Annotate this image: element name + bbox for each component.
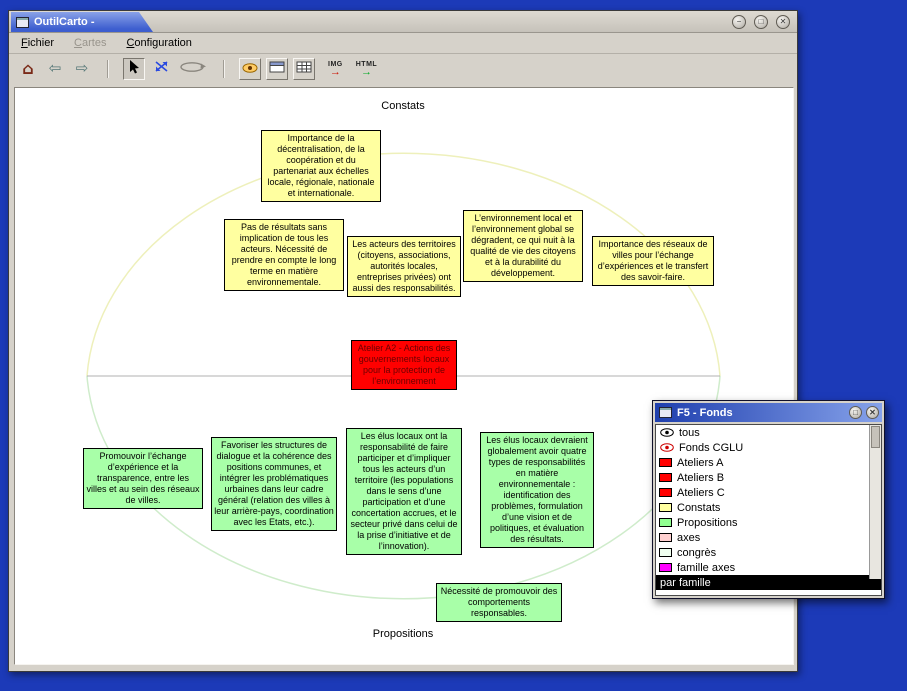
toolbar: ⌂ ⇦ ⇨ [9, 54, 797, 83]
eye-red-icon [659, 443, 674, 452]
export-img-button[interactable]: IMG → [328, 61, 343, 76]
toolbar-separator [107, 60, 109, 78]
proposition-note[interactable]: Favoriser les structures de dialogue et … [211, 437, 337, 531]
fonds-item-axes[interactable]: axes [656, 530, 881, 545]
color-swatch [659, 488, 672, 497]
fonds-item-label: axes [677, 532, 700, 544]
pointer-icon [129, 59, 140, 79]
view-table-button[interactable] [293, 58, 315, 80]
fonds-title: F5 - Fonds [677, 407, 733, 419]
color-swatch [659, 518, 672, 527]
eye-icon [242, 60, 258, 78]
fonds-item-constats[interactable]: Constats [656, 500, 881, 515]
img-export-arrow-icon: → [330, 68, 341, 76]
window-title-tab[interactable]: OutilCarto - [11, 12, 153, 32]
fonds-item-label: Constats [677, 502, 720, 514]
window-titlebar[interactable]: OutilCarto - − □ ✕ [9, 11, 797, 33]
minimize-button[interactable]: − [732, 15, 746, 29]
banner-icon [269, 60, 285, 78]
pointer-tool-button[interactable] [123, 58, 145, 80]
html-export-arrow-icon: → [361, 68, 372, 76]
color-swatch [659, 458, 672, 467]
color-swatch [659, 533, 672, 542]
fonds-scrollbar[interactable] [869, 425, 881, 579]
export-html-button[interactable]: HTML → [356, 61, 377, 76]
constat-note[interactable]: Importance des réseaux de villes pour l’… [592, 236, 714, 286]
color-swatch [659, 563, 672, 572]
toolbar-separator [223, 60, 225, 78]
fonds-item-label: Fonds CGLU [679, 442, 743, 454]
fonds-item-label: tous [679, 427, 700, 439]
constat-note[interactable]: Pas de résultats sans implication de tou… [224, 219, 344, 291]
fonds-item-label: Ateliers B [677, 472, 724, 484]
fonds-list: tous Fonds CGLU Ateliers A Ateliers B At… [655, 424, 882, 596]
proposition-note[interactable]: Les élus locaux ont la responsabilité de… [346, 428, 462, 555]
forward-arrow-icon: ⇨ [76, 61, 89, 76]
fonds-item-label: Ateliers A [677, 457, 723, 469]
eye-icon [659, 428, 674, 437]
color-swatch [659, 473, 672, 482]
forward-button[interactable]: ⇨ [71, 58, 93, 80]
color-swatch [659, 503, 672, 512]
close-button[interactable]: ✕ [776, 15, 790, 29]
fonds-item-ateliers-c[interactable]: Ateliers C [656, 485, 881, 500]
move-arrows-icon [154, 60, 169, 78]
fonds-item-famille-axes[interactable]: famille axes [656, 560, 881, 575]
constat-note[interactable]: Les acteurs des territoires (citoyens, a… [347, 236, 461, 297]
fonds-window-icon [659, 407, 672, 418]
fonds-item-ateliers-b[interactable]: Ateliers B [656, 470, 881, 485]
loop-icon [179, 60, 207, 78]
fonds-selected-item[interactable]: par famille [656, 575, 881, 590]
fonds-titlebar[interactable]: F5 - Fonds □ ✕ [655, 403, 882, 422]
fonds-minimize-button[interactable]: □ [849, 406, 862, 419]
fonds-window: F5 - Fonds □ ✕ tous Fonds CGLU Ateliers … [652, 400, 885, 599]
proposition-note[interactable]: Promouvoir l’échange d’expérience et la … [83, 448, 203, 509]
home-button[interactable]: ⌂ [17, 58, 39, 80]
fonds-close-button[interactable]: ✕ [866, 406, 879, 419]
fonds-item-propositions[interactable]: Propositions [656, 515, 881, 530]
window-title: OutilCarto - [34, 16, 95, 28]
back-button[interactable]: ⇦ [44, 58, 66, 80]
view-notes-button[interactable] [239, 58, 261, 80]
maximize-button[interactable]: □ [754, 15, 768, 29]
fonds-item-tous[interactable]: tous [656, 425, 881, 440]
fonds-item-label: congrès [677, 547, 716, 559]
fonds-window-controls: □ ✕ [849, 406, 879, 419]
move-tool-button[interactable] [150, 58, 172, 80]
window-controls: − □ ✕ [732, 15, 790, 29]
proposition-note[interactable]: Nécessité de promouvoir des comportement… [436, 583, 562, 622]
fonds-item-ateliers-a[interactable]: Ateliers A [656, 455, 881, 470]
center-node[interactable]: Atelier A2 - Actions des gouvernements l… [351, 340, 457, 390]
proposition-note[interactable]: Les élus locaux devraient globalement av… [480, 432, 594, 548]
app-icon [16, 17, 29, 28]
back-arrow-icon: ⇦ [49, 61, 62, 76]
fonds-item-fonds-cglu[interactable]: Fonds CGLU [656, 440, 881, 455]
menu-configuration[interactable]: Configuration [126, 37, 191, 49]
propositions-label: Propositions [373, 628, 434, 640]
constat-note[interactable]: L’environnement local et l’environnement… [463, 210, 583, 282]
menu-cartes: Cartes [74, 37, 106, 49]
fonds-item-label: Propositions [677, 517, 738, 529]
fonds-scrollbar-thumb[interactable] [871, 426, 880, 448]
view-banner-button[interactable] [266, 58, 288, 80]
constat-note[interactable]: Importance de la décentralisation, de la… [261, 130, 381, 202]
color-swatch [659, 548, 672, 557]
fonds-item-label: famille axes [677, 562, 735, 574]
constats-label: Constats [381, 100, 424, 112]
menu-bar: Fichier Cartes Configuration [9, 33, 797, 54]
menu-fichier[interactable]: Fichier [21, 37, 54, 49]
fonds-item-congres[interactable]: congrès [656, 545, 881, 560]
loop-tool-button[interactable] [177, 58, 209, 80]
fonds-item-label: Ateliers C [677, 487, 725, 499]
table-grid-icon [296, 60, 312, 78]
home-icon: ⌂ [22, 61, 33, 77]
